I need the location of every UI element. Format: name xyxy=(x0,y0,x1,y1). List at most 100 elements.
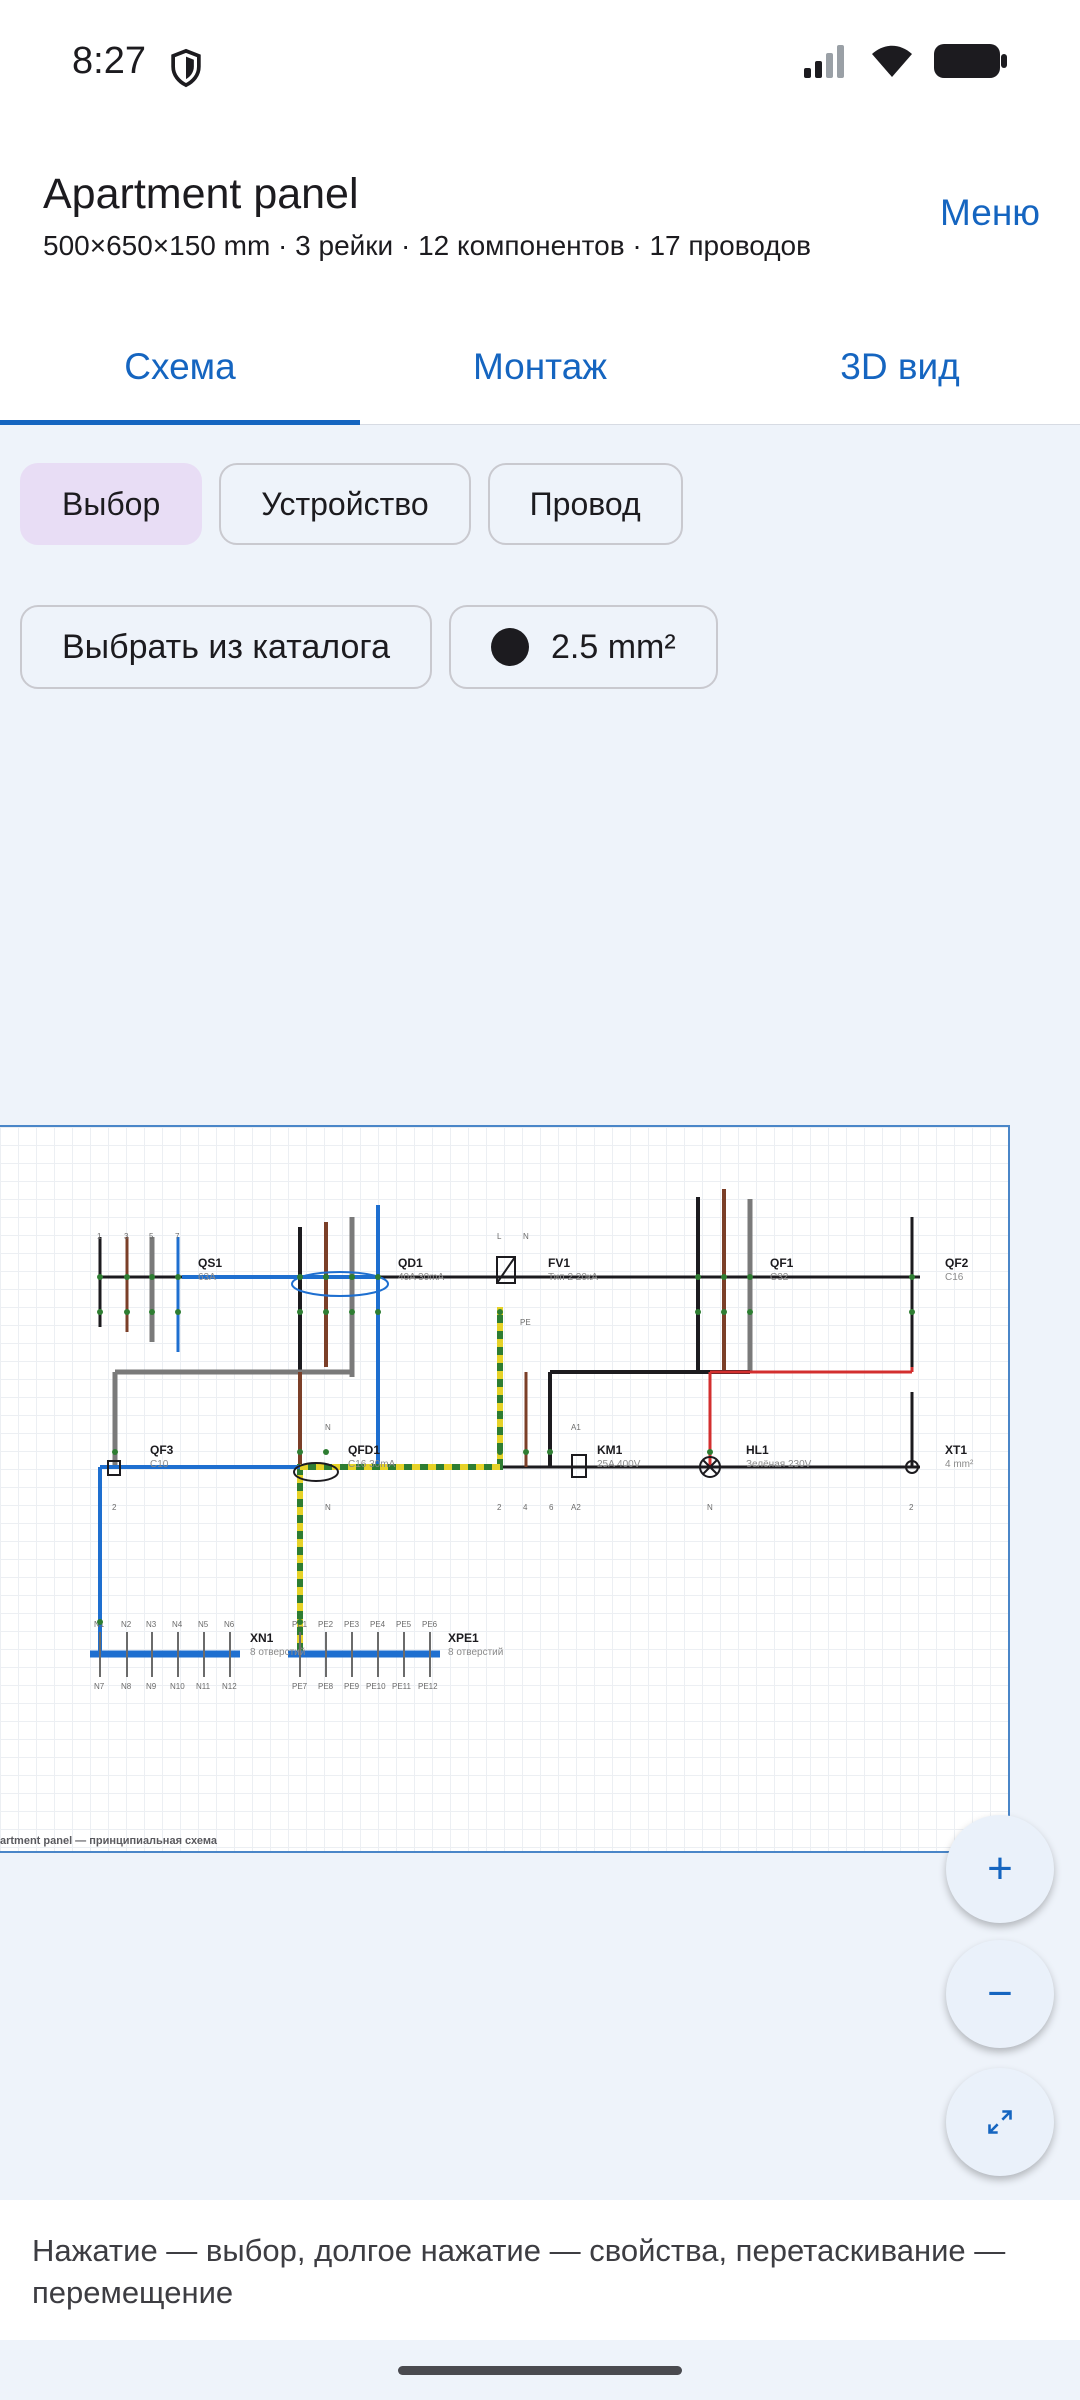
zoom-in-button[interactable]: + xyxy=(946,1815,1054,1923)
pin-label: 2 xyxy=(112,1503,117,1512)
qd1-desc: 40A 30mA xyxy=(398,1272,444,1283)
qs1-label: QS1 xyxy=(198,1256,222,1270)
pin-label: PE xyxy=(520,1318,531,1327)
pin-label: N4 xyxy=(172,1620,183,1629)
hint-bar: Нажатие — выбор, долгое нажатие — свойст… xyxy=(0,2200,1080,2340)
pin-label: N xyxy=(325,1503,331,1512)
qf1-label: QF1 xyxy=(770,1256,794,1270)
qf3-symbol xyxy=(107,1460,121,1476)
pin-label: 7 xyxy=(175,1232,180,1241)
tab-3d-view[interactable]: 3D вид xyxy=(840,346,960,387)
home-indicator[interactable] xyxy=(398,2366,682,2375)
panel-summary: 500×650×150 mm · 3 рейки · 12 компоненто… xyxy=(43,230,811,261)
km1-label: KM1 xyxy=(597,1443,623,1457)
xt1-desc: 4 mm² xyxy=(945,1459,974,1470)
pin-label: N3 xyxy=(146,1620,157,1629)
pin-label: PE5 xyxy=(396,1620,412,1629)
pin-label: PE7 xyxy=(292,1682,308,1691)
xn1-desc: 8 отверстий xyxy=(250,1647,305,1658)
qs1-desc: 63A xyxy=(198,1272,216,1283)
pin-label: PE11 xyxy=(392,1682,412,1691)
tool-mode-group: Выбор Устройство Провод xyxy=(20,463,683,545)
signal-icon xyxy=(804,45,844,78)
pin-label: N xyxy=(325,1423,331,1432)
pin-label: PE3 xyxy=(344,1620,360,1629)
pin-label: 1 xyxy=(97,1232,102,1241)
pin-label: N9 xyxy=(146,1682,157,1691)
wire-size-label: 2.5 mm² xyxy=(551,627,676,666)
wire-size-selector[interactable]: 2.5 mm² xyxy=(449,605,718,689)
wire-tool-chip[interactable]: Провод xyxy=(487,463,683,545)
pin-label: N2 xyxy=(121,1620,132,1629)
pe-wire xyxy=(297,1307,503,1657)
xt1-symbol xyxy=(905,1460,919,1474)
schematic-sheet[interactable]: QS1 QD1 FV1 QF1 QF2 QF3 QFD1 KM1 HL1 XT1… xyxy=(0,1125,1010,1853)
pin-label: A2 xyxy=(571,1503,581,1512)
km1-coil xyxy=(571,1454,587,1478)
fv1-desc: Тип 2 20кА xyxy=(548,1272,598,1283)
pin-label: PE8 xyxy=(318,1682,334,1691)
pin-label: PE9 xyxy=(344,1682,360,1691)
xpe1-label: XPE1 xyxy=(448,1631,479,1645)
catalog-button[interactable]: Выбрать из каталога xyxy=(20,605,432,689)
fv1-label: FV1 xyxy=(548,1256,570,1270)
xpe1-desc: 8 отверстий xyxy=(448,1647,503,1658)
pin-label: PE6 xyxy=(422,1620,438,1629)
tool-options-group: Выбрать из каталога 2.5 mm² xyxy=(20,605,718,689)
hl1-symbol xyxy=(699,1456,721,1478)
zoom-in-label: + xyxy=(987,1844,1013,1893)
zoom-out-label: − xyxy=(987,1969,1013,2018)
fv1-symbol xyxy=(496,1256,516,1284)
hint-text: Нажатие — выбор, долгое нажатие — свойст… xyxy=(32,2233,1006,2310)
device-tool-chip[interactable]: Устройство xyxy=(219,463,471,545)
xt1-label: XT1 xyxy=(945,1443,967,1457)
pin-label: PE2 xyxy=(318,1620,334,1629)
pin-label: 5 xyxy=(149,1232,154,1241)
shield-icon xyxy=(171,48,201,88)
battery-icon xyxy=(934,44,1007,78)
page-title: Apartment panel xyxy=(43,170,359,218)
pin-label: PE4 xyxy=(370,1620,386,1629)
km1-desc: 25A 400V xyxy=(597,1459,641,1470)
pin-label: N xyxy=(523,1232,529,1241)
fit-screen-button[interactable] xyxy=(946,2068,1054,2176)
pin-label: N xyxy=(707,1503,713,1512)
tab-schema[interactable]: Схема xyxy=(0,310,360,427)
qfd1-label: QFD1 xyxy=(348,1443,380,1457)
pin-label: N5 xyxy=(198,1620,209,1629)
qf2-label: QF2 xyxy=(945,1256,969,1270)
qfd1-desc: C16 30mA xyxy=(348,1459,396,1470)
pin-label: 2 xyxy=(497,1503,502,1512)
pin-label: PE12 xyxy=(418,1682,438,1691)
schematic-caption: artment panel — принципиальная схема xyxy=(0,1835,218,1847)
tab-bar: Схема Монтаж 3D вид xyxy=(0,310,1080,427)
qf3-label: QF3 xyxy=(150,1443,174,1457)
pin-label: PE10 xyxy=(366,1682,386,1691)
pin-label: N6 xyxy=(224,1620,235,1629)
menu-button[interactable]: Меню xyxy=(940,192,1040,233)
pin-label: A1 xyxy=(571,1423,581,1432)
fit-screen-icon xyxy=(988,2110,1012,2134)
pin-label: N8 xyxy=(121,1682,132,1691)
pin-label: 3 xyxy=(124,1232,129,1241)
pin-label: 2 xyxy=(909,1503,914,1512)
status-time: 8:27 xyxy=(72,40,146,82)
pin-label: 6 xyxy=(549,1503,554,1512)
qd1-label: QD1 xyxy=(398,1256,423,1270)
qf1-desc: C32 xyxy=(770,1272,789,1283)
xn1-label: XN1 xyxy=(250,1631,274,1645)
qd1-symbol xyxy=(291,1271,389,1297)
pin-label: L xyxy=(497,1232,502,1241)
qf2-desc: C16 xyxy=(945,1272,964,1283)
tab-mounting[interactable]: Монтаж xyxy=(472,346,608,387)
hl1-label: HL1 xyxy=(746,1443,769,1457)
pin-label: N7 xyxy=(94,1682,105,1691)
zoom-out-button[interactable]: − xyxy=(946,1940,1054,2048)
pin-label: N11 xyxy=(196,1682,211,1691)
app-header: Apartment panel 500×650×150 mm · 3 рейки… xyxy=(0,150,1080,290)
qf3-desc: C10 xyxy=(150,1459,169,1470)
wire-color-swatch xyxy=(491,628,529,666)
pin-label: 4 xyxy=(523,1503,528,1512)
wifi-icon xyxy=(872,45,912,77)
select-tool-chip[interactable]: Выбор xyxy=(20,463,203,545)
